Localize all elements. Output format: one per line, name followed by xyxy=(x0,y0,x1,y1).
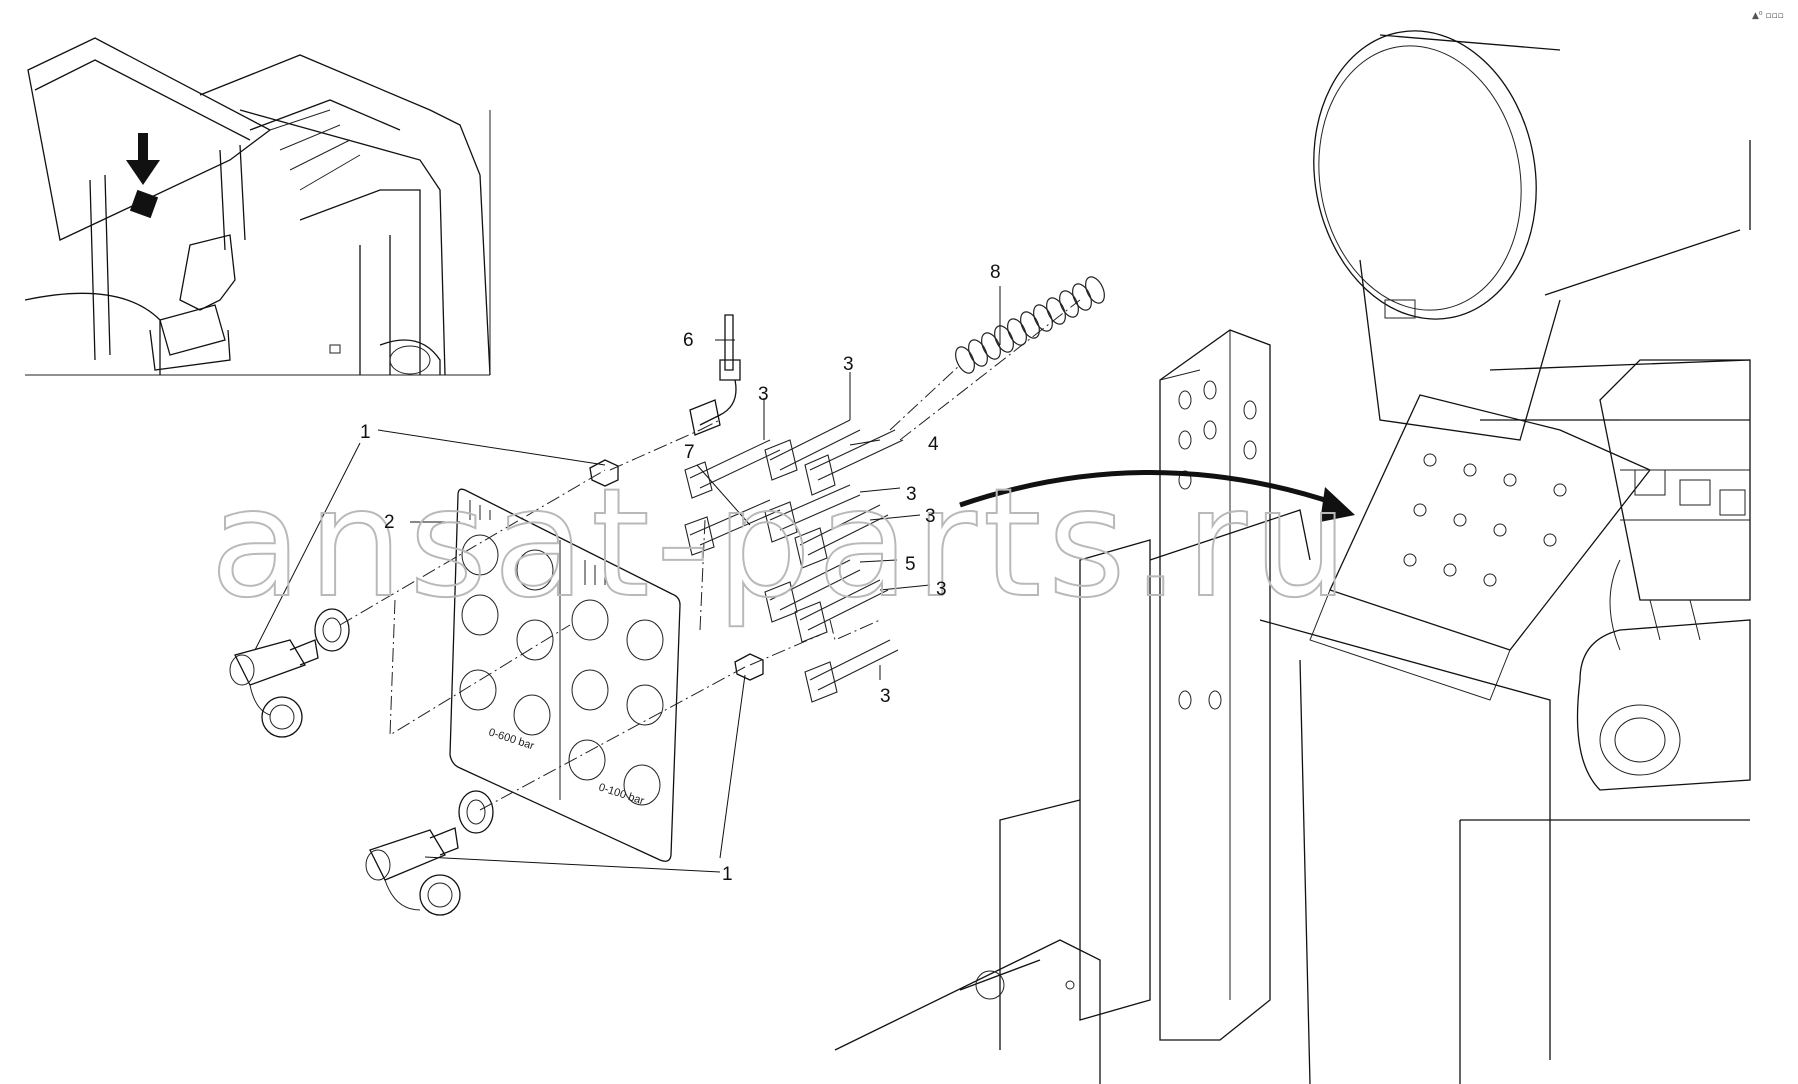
hex-nut-lower xyxy=(734,653,764,681)
machine-overview-inset xyxy=(24,37,491,376)
sealing-washer-lower xyxy=(458,790,494,834)
hex-nut-upper xyxy=(589,459,619,487)
exploded-parts: 0-600 bar 0-100 bar xyxy=(229,276,1105,916)
callout-6: 6 xyxy=(683,330,694,351)
callout-3-e: 3 xyxy=(936,579,947,600)
installation-view xyxy=(834,30,1751,1084)
callout-8: 8 xyxy=(990,262,1001,283)
test-coupler-lower xyxy=(365,827,461,916)
gauge-label-left: 0-600 bar xyxy=(487,726,536,752)
callout-4: 4 xyxy=(928,434,939,455)
callout-5: 5 xyxy=(905,554,916,575)
sealing-washer-upper xyxy=(314,608,350,652)
leader-lines xyxy=(254,286,1001,873)
callout-3-c: 3 xyxy=(906,484,917,505)
test-coupler-upper xyxy=(229,639,319,738)
callout-1-lower: 1 xyxy=(722,864,733,885)
location-arrow-icon xyxy=(126,133,160,219)
mounting-plate-holes xyxy=(1403,453,1567,587)
callout-3-a: 3 xyxy=(758,384,769,405)
protective-spring xyxy=(955,276,1105,374)
assembly-lines xyxy=(339,299,1081,811)
callout-1-upper: 1 xyxy=(360,422,371,443)
test-hoses xyxy=(684,419,904,703)
callout-7: 7 xyxy=(684,442,695,463)
callout-3-f: 3 xyxy=(880,686,891,707)
corner-mark: ▲⁰ ▫▫▫ xyxy=(1752,11,1784,21)
callout-2: 2 xyxy=(384,512,395,533)
install-direction-arrow-icon xyxy=(959,470,1355,522)
gauge-label-right: 0-100 bar xyxy=(597,781,646,807)
callout-3-d: 3 xyxy=(925,506,936,527)
callout-3-b: 3 xyxy=(843,354,854,375)
watermark: ansat-parts.ru xyxy=(210,457,1354,631)
callout-labels: 1 1 2 3 3 3 3 3 3 4 5 6 7 8 xyxy=(360,262,1001,885)
elbow-fitting xyxy=(689,314,741,436)
